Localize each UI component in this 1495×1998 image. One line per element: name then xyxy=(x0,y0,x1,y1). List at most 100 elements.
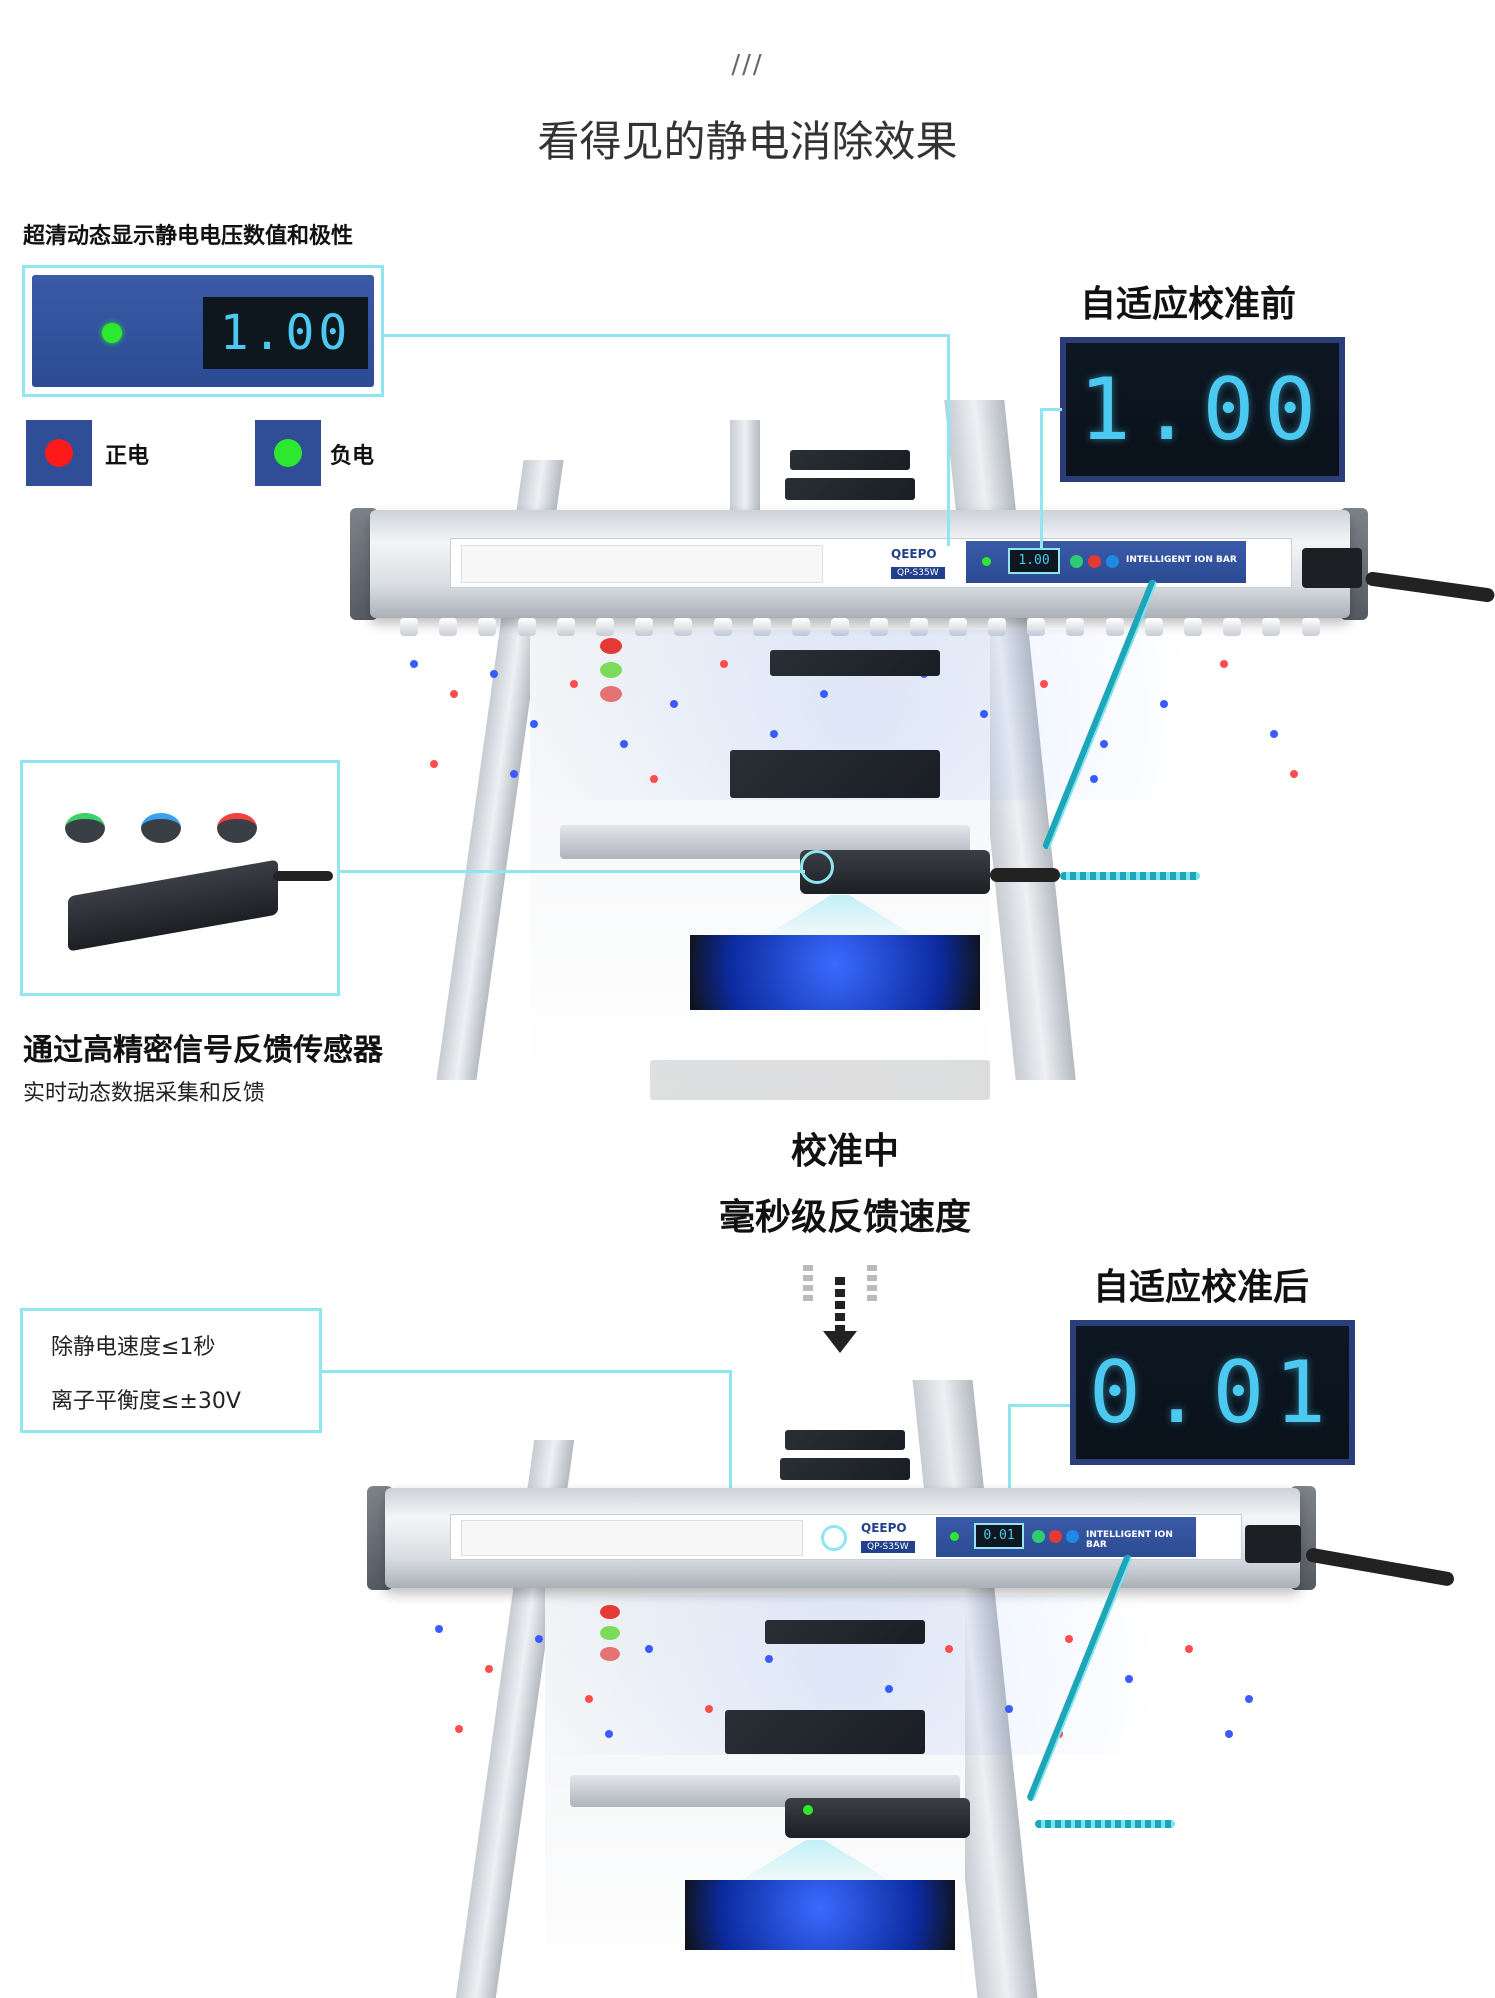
ion-particle xyxy=(1100,740,1108,748)
pcb-front-faded xyxy=(650,1060,990,1100)
ion-particle xyxy=(1065,1635,1073,1643)
leader-line-specs-h xyxy=(322,1370,732,1373)
nozzle xyxy=(517,618,536,636)
label-plate-b xyxy=(461,1520,803,1556)
ion-particle xyxy=(570,680,578,688)
leader-line-sensor xyxy=(340,870,805,873)
pcb-back-1 xyxy=(790,450,910,470)
pcb-back-2 xyxy=(785,478,915,500)
power-button-b[interactable] xyxy=(1032,1530,1045,1543)
ion-particle xyxy=(705,1705,713,1713)
ion-particle xyxy=(1090,775,1098,783)
nozzle xyxy=(988,618,1007,636)
ion-particle xyxy=(645,1645,653,1653)
before-title: 自适应校准前 xyxy=(1080,284,1297,325)
pcb-mid-2 xyxy=(730,750,940,798)
panel-display-area: 1.00 INTELLIGENT ION BAR xyxy=(966,541,1246,583)
power-button[interactable] xyxy=(1070,555,1083,568)
ion-particle xyxy=(535,1635,543,1643)
during-line1: 校准中 xyxy=(790,1131,899,1172)
nozzle xyxy=(713,618,732,636)
brand-label: QEEPO xyxy=(891,547,937,561)
stack-light-green xyxy=(600,662,622,678)
nozzle xyxy=(439,618,458,636)
ion-particle xyxy=(650,775,658,783)
nozzle xyxy=(909,618,928,636)
nozzle xyxy=(596,618,615,636)
legend-label-positive: 正电 xyxy=(105,444,150,469)
signal-cable-bottom xyxy=(1035,1820,1175,1828)
stack-light-red xyxy=(600,638,622,654)
probe-cable xyxy=(273,871,333,881)
pcb-back-b1 xyxy=(785,1430,905,1450)
legend-label-negative: 负电 xyxy=(330,444,375,469)
header-slashes: /// xyxy=(731,50,764,80)
minus-button-b[interactable] xyxy=(1049,1530,1062,1543)
pcb-neutralized xyxy=(685,1880,955,1950)
sensor-led-b xyxy=(803,1805,813,1815)
ion-particle xyxy=(1040,680,1048,688)
ion-particle xyxy=(510,770,518,778)
sensor-title: 通过高精密信号反馈传感器 xyxy=(23,1033,383,1068)
leader-line-display-h xyxy=(384,334,949,337)
panel-lcd-bottom: 0.01 xyxy=(974,1523,1024,1549)
minus-button[interactable] xyxy=(1088,555,1101,568)
nozzle xyxy=(1105,618,1124,636)
display-heading: 超清动态显示静电电压数值和极性 xyxy=(23,224,354,249)
indicator-green-icon xyxy=(65,813,105,843)
ion-particle xyxy=(530,720,538,728)
polarity-led xyxy=(102,323,122,343)
model-label: QP-S35W xyxy=(891,567,945,579)
ion-particle xyxy=(455,1725,463,1733)
connector-bottom xyxy=(1245,1525,1301,1563)
leader-line-before-v xyxy=(1040,408,1043,548)
ion-particle xyxy=(485,1665,493,1673)
nozzle xyxy=(1184,618,1203,636)
led-ring-highlight xyxy=(821,1525,847,1551)
ion-particle xyxy=(410,660,418,668)
connector-top xyxy=(1302,548,1362,588)
ion-particle xyxy=(945,1645,953,1653)
ion-particle xyxy=(770,730,778,738)
ion-particle xyxy=(720,660,728,668)
legend-swatch-positive xyxy=(26,420,92,486)
nozzle xyxy=(674,618,693,636)
spec-balance: 离子平衡度≤±30V xyxy=(51,1389,241,1414)
legend-swatch-negative xyxy=(255,420,321,486)
ion-particle xyxy=(820,690,828,698)
pcb-back-b2 xyxy=(780,1458,910,1480)
ion-particle xyxy=(490,670,498,678)
machine-top: QEEPO QP-S35W 1.00 INTELLIGENT ION BAR xyxy=(330,380,1495,1100)
sensor-head-b xyxy=(785,1798,970,1838)
power-cable-bottom xyxy=(1304,1547,1456,1587)
device-name-b: INTELLIGENT ION BAR xyxy=(1086,1530,1173,1550)
sensor-cable xyxy=(990,868,1060,882)
ion-particle xyxy=(435,1625,443,1633)
pcb-mid-b1 xyxy=(765,1620,925,1644)
ion-particle xyxy=(1220,660,1228,668)
sensor-subtitle: 实时动态数据采集和反馈 xyxy=(23,1081,266,1106)
leader-line-after-h xyxy=(1008,1404,1070,1407)
nozzle xyxy=(478,618,497,636)
nozzle xyxy=(1301,618,1320,636)
sensor-callout-box xyxy=(20,760,340,996)
sensor-probe xyxy=(68,859,278,952)
ion-particle xyxy=(1160,700,1168,708)
device-name: INTELLIGENT ION BAR xyxy=(1126,555,1237,565)
plus-button-b[interactable] xyxy=(1066,1530,1079,1543)
nozzle xyxy=(1027,618,1046,636)
nozzle xyxy=(948,618,967,636)
ion-particle xyxy=(1125,1675,1133,1683)
status-led xyxy=(982,557,991,566)
nozzle xyxy=(1262,618,1281,636)
nozzle xyxy=(400,618,418,636)
nozzle xyxy=(831,618,850,636)
ion-particle xyxy=(585,1695,593,1703)
after-title: 自适应校准后 xyxy=(1093,1267,1310,1308)
label-plate xyxy=(461,545,823,583)
display-callout-box: 1.00 xyxy=(22,265,384,397)
plus-button[interactable] xyxy=(1106,555,1119,568)
power-cable-top xyxy=(1364,571,1495,603)
pcb-mid-1 xyxy=(770,650,940,676)
nozzle xyxy=(635,618,654,636)
